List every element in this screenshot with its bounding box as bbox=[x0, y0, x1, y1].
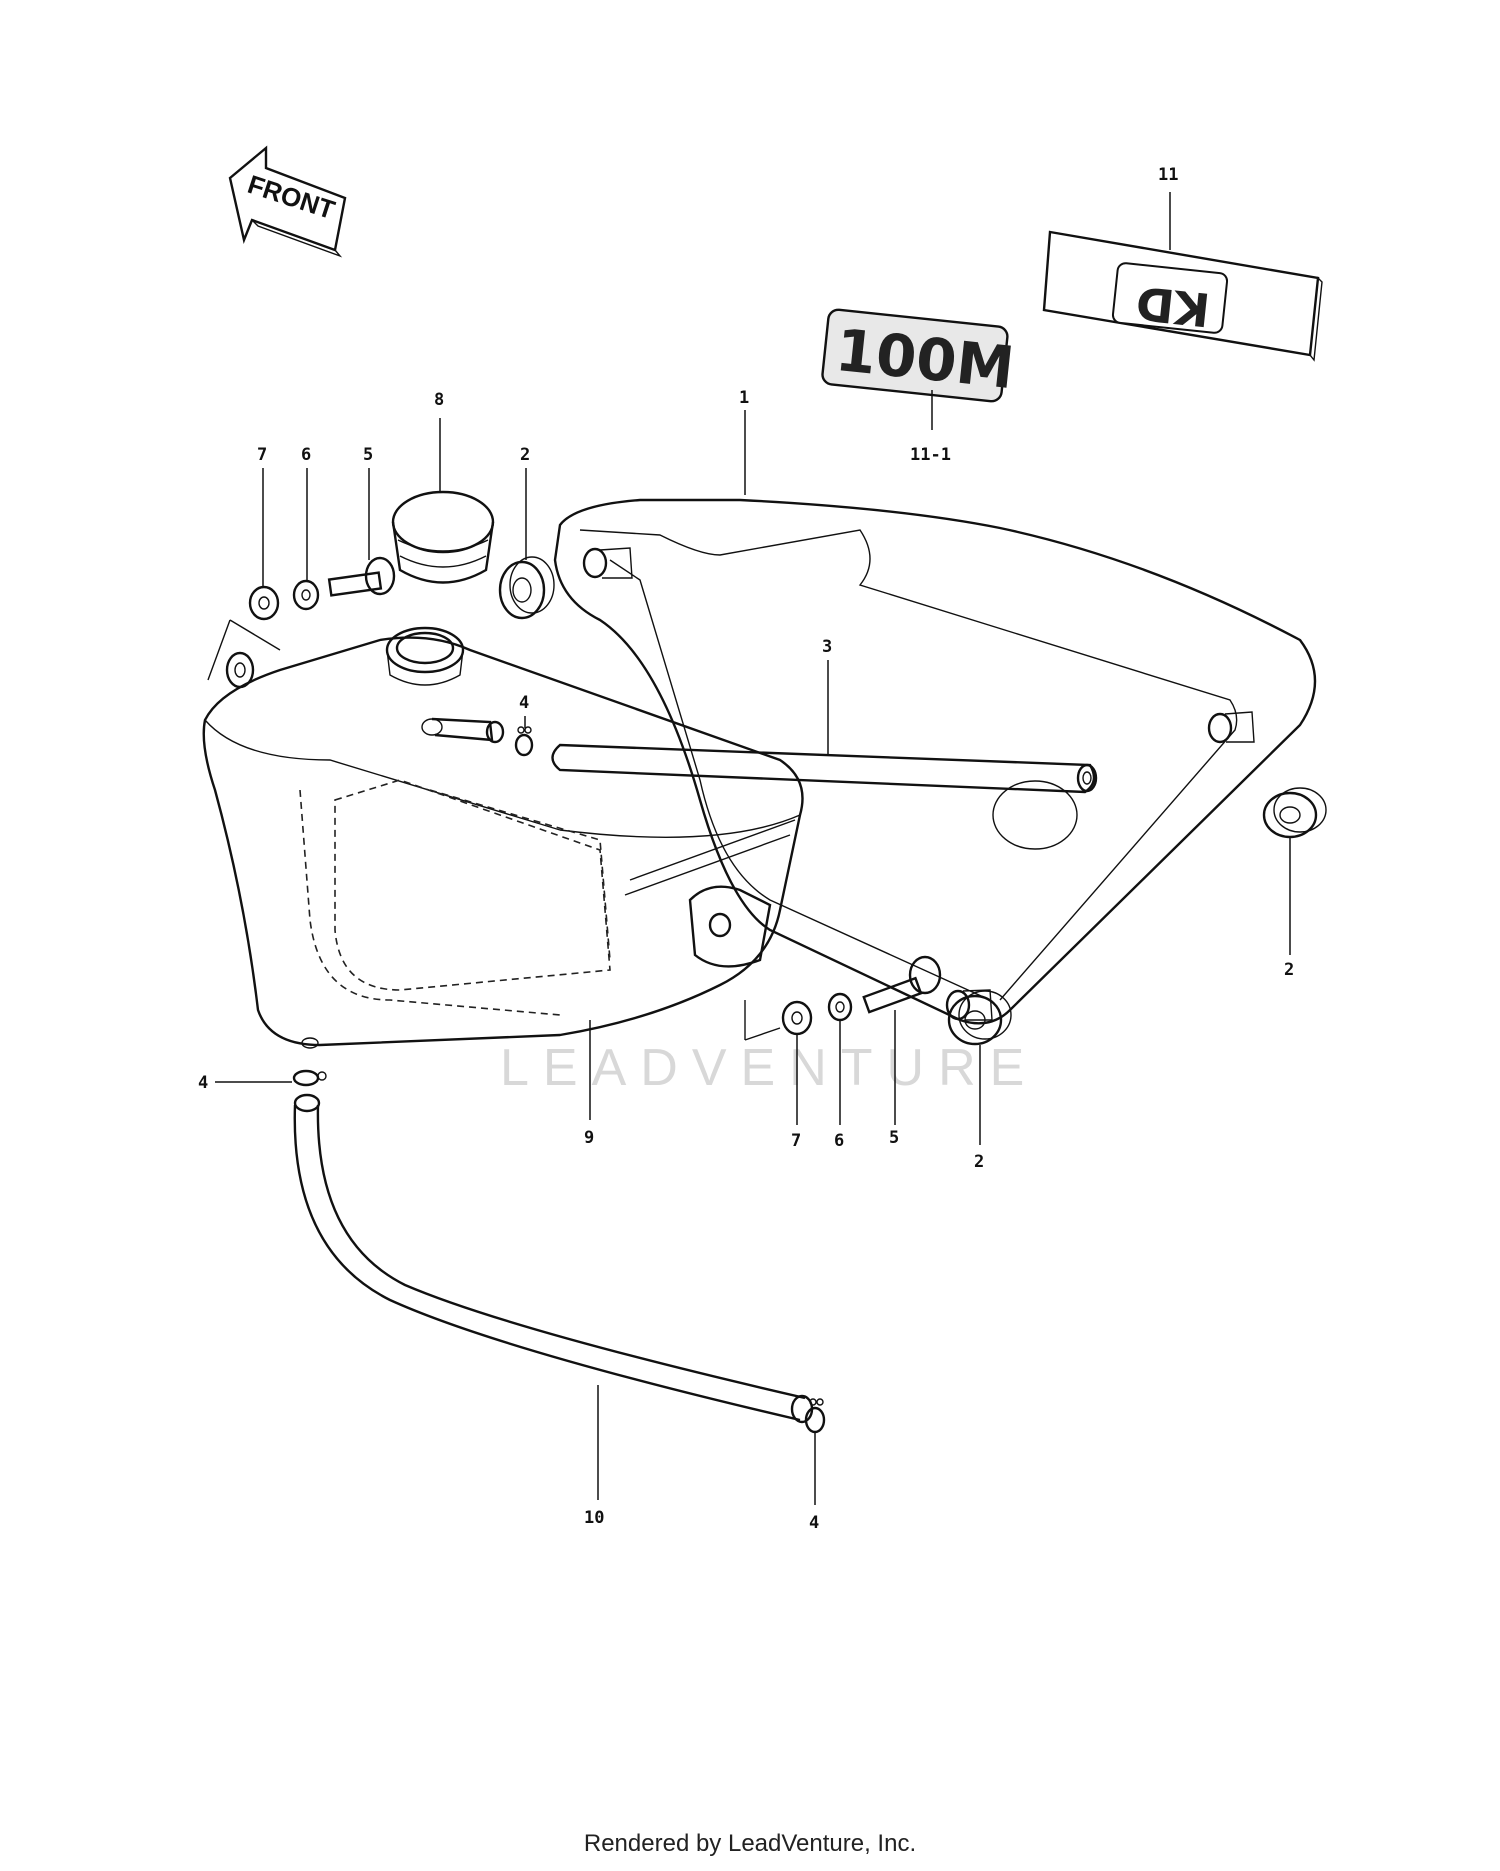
footer-credit: Rendered by LeadVenture, Inc. bbox=[583, 1830, 917, 1857]
callout-4-lower: 4 bbox=[809, 1513, 819, 1533]
callout-labels: 11 11-1 1 8 7 6 5 2 3 4 2 4 9 7 6 5 2 10… bbox=[198, 165, 1294, 1533]
callout-1: 1 bbox=[739, 388, 749, 408]
part-4-clamp-left bbox=[292, 1069, 327, 1087]
callout-7-top: 7 bbox=[257, 445, 267, 465]
callout-2-lower: 2 bbox=[974, 1152, 984, 1172]
part-5-bolt-top bbox=[327, 556, 396, 597]
callout-9: 9 bbox=[584, 1128, 594, 1148]
leader-lines bbox=[215, 192, 1291, 1505]
part-2-grommet-top bbox=[498, 556, 555, 620]
part-6-lockwasher-lower bbox=[827, 992, 853, 1022]
callout-11: 11 bbox=[1158, 165, 1178, 185]
callout-7-lower: 7 bbox=[791, 1131, 801, 1151]
callout-2-top: 2 bbox=[520, 445, 530, 465]
part-11-1-logo: KD 100M bbox=[821, 262, 1229, 403]
callout-8: 8 bbox=[434, 390, 444, 410]
callout-4-upper: 4 bbox=[519, 693, 529, 713]
part-6-lockwasher-top bbox=[292, 579, 320, 611]
tank-mount-tab bbox=[688, 885, 772, 968]
tank-outlet-nipple bbox=[421, 717, 505, 744]
part-2-grommet-lower bbox=[947, 990, 1012, 1046]
part-7-washer-top bbox=[248, 585, 280, 621]
logo-kd-text: KD bbox=[1133, 276, 1212, 337]
front-arrow: FRONT bbox=[228, 145, 347, 258]
callout-10: 10 bbox=[584, 1508, 604, 1528]
callout-6-top: 6 bbox=[301, 445, 311, 465]
tank-drain-nipple bbox=[301, 1037, 319, 1049]
callout-11-1: 11-1 bbox=[910, 445, 951, 465]
callout-4-left: 4 bbox=[198, 1073, 208, 1093]
callout-5-top: 5 bbox=[363, 445, 373, 465]
part-7-washer-lower bbox=[781, 1000, 813, 1036]
part-8-cap bbox=[391, 490, 495, 584]
callout-6-lower: 6 bbox=[834, 1131, 844, 1151]
part-4-clamp-upper bbox=[514, 726, 534, 757]
part-1-side-cover bbox=[553, 498, 1317, 1025]
part-5-bolt-lower bbox=[862, 955, 942, 1014]
bolt-leader-lower bbox=[744, 1000, 781, 1041]
part-4-clamp-lower bbox=[804, 1398, 826, 1434]
part-3-hose bbox=[551, 743, 1098, 794]
callout-2-right: 2 bbox=[1284, 960, 1294, 980]
cover-boss-bottom bbox=[945, 989, 993, 1021]
cover-boss-right bbox=[1207, 711, 1255, 744]
part-2-grommet-right bbox=[1262, 787, 1327, 839]
bolt-leader-top bbox=[207, 619, 281, 681]
callout-3: 3 bbox=[822, 637, 832, 657]
callout-5-lower: 5 bbox=[889, 1128, 899, 1148]
part-10-long-hose bbox=[293, 1093, 814, 1424]
cover-boss-top bbox=[582, 547, 633, 579]
part-11-plate bbox=[1042, 230, 1323, 362]
watermark-text: LEADVENTURE bbox=[500, 1039, 1038, 1097]
tank-rear-boss bbox=[225, 651, 255, 689]
tank-filler-neck bbox=[385, 626, 465, 686]
part-9-oil-tank bbox=[202, 626, 804, 1049]
